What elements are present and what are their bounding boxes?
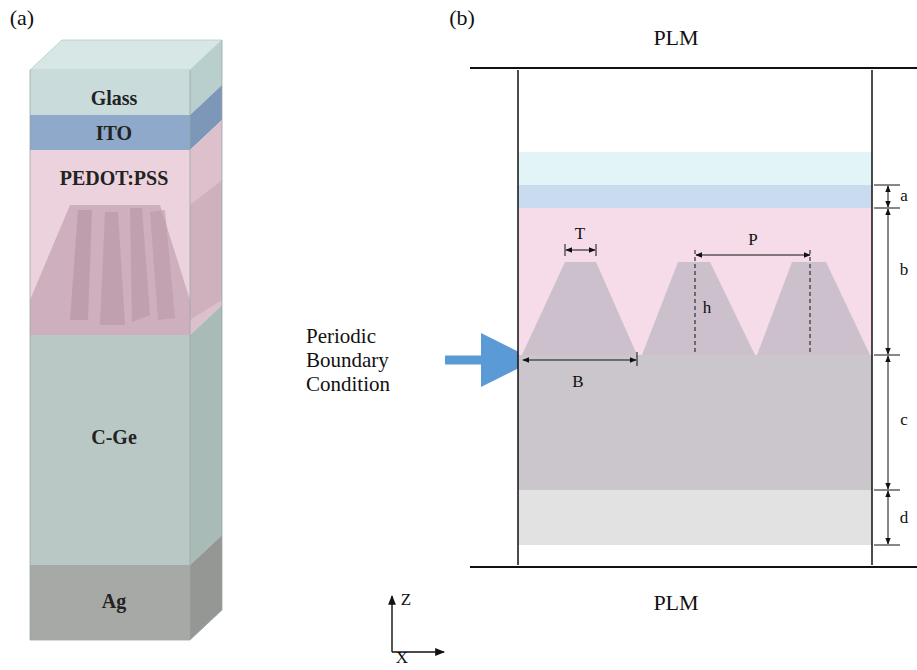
layer-label: C-Ge bbox=[30, 426, 198, 449]
axis-indicator bbox=[392, 596, 444, 652]
boundary-label: PLM bbox=[653, 25, 698, 50]
layer-label: ITO bbox=[30, 122, 198, 145]
dimension-label: h bbox=[703, 298, 712, 318]
cross-section bbox=[470, 68, 917, 567]
boundary-label: PLM bbox=[653, 590, 698, 615]
dimension-label: B bbox=[572, 372, 583, 392]
dimension-label: a bbox=[900, 186, 908, 206]
layer-label: Ag bbox=[30, 590, 198, 613]
dimension-label: P bbox=[748, 230, 757, 250]
dimension-label: d bbox=[900, 508, 909, 528]
layer-label: Glass bbox=[30, 87, 198, 110]
layer-face: ITO bbox=[30, 115, 198, 150]
boundary-note: Periodic Boundary Condition bbox=[306, 324, 416, 396]
dimension-label: b bbox=[900, 260, 909, 280]
axis-label: Z bbox=[401, 590, 411, 610]
layer-face: Glass bbox=[30, 70, 198, 115]
layer-face: PEDOT:PSS bbox=[30, 150, 198, 335]
transition-arrow bbox=[445, 356, 508, 365]
dimension-label: T bbox=[575, 224, 585, 244]
layer-face: C-Ge bbox=[30, 335, 198, 565]
device-stack bbox=[30, 40, 222, 640]
panel-label: (b) bbox=[449, 5, 475, 30]
axis-label: X bbox=[396, 648, 408, 668]
layer-label: PEDOT:PSS bbox=[30, 167, 198, 190]
layer-face: Ag bbox=[30, 565, 198, 640]
dimension-label: c bbox=[900, 410, 908, 430]
panel-label: (a) bbox=[10, 5, 34, 30]
